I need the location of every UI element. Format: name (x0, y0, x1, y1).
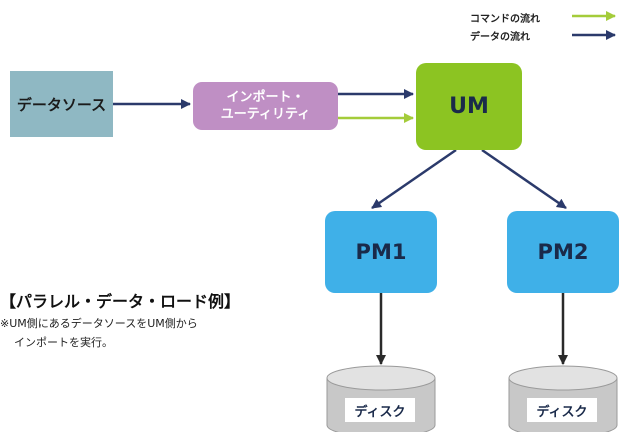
um-label: UM (449, 94, 489, 119)
pm1-label: PM1 (355, 240, 407, 264)
edge-um-to-pm2 (481, 148, 567, 210)
legend-data-flow-label: データの流れ (470, 32, 530, 43)
import-utility-label-line2: ユーティリティ (220, 107, 311, 122)
legend-command-flow-label: コマンドの流れ (470, 14, 540, 25)
import-utility-label-line1: インポート・ (226, 90, 305, 105)
disk1-label: ディスク (345, 398, 415, 422)
pm1-node: PM1 (325, 211, 437, 293)
pm2-label: PM2 (537, 240, 589, 264)
um-node: UM (416, 63, 522, 150)
import-utility-node: インポート・ ユーティリティ (193, 82, 338, 130)
caption-title: 【パラレル・データ・ロード例】 (0, 292, 241, 311)
pm2-node: PM2 (507, 211, 619, 293)
caption-note-line1: ※UM側にあるデータソースをUM側から (0, 317, 198, 330)
data-source-label: データソース (16, 95, 107, 114)
disk2-label: ディスク (527, 398, 597, 422)
data-source-node: データソース (10, 71, 113, 137)
edge-um-to-pm1 (371, 148, 457, 210)
caption-note-line2: インポートを実行。 (14, 336, 113, 349)
